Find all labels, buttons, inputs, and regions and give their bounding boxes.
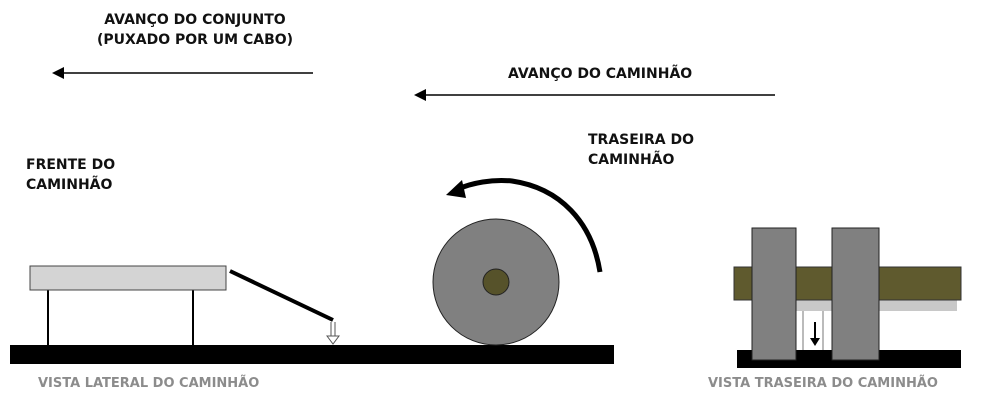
wheel-hub	[482, 268, 510, 296]
side-view-caption: VISTA LATERAL DO CAMINHÃO	[38, 376, 260, 391]
assembly-advance-label: AVANÇO DO CONJUNTO (PUXADO POR UM CABO)	[70, 10, 320, 50]
truck-frame	[29, 265, 227, 345]
ramp-line	[229, 269, 334, 322]
rear-view	[733, 227, 962, 368]
small-down-arrow-icon	[326, 322, 340, 345]
truck-rear-label-line1: TRASEIRA DO	[588, 132, 695, 148]
assembly-advance-arrow	[52, 67, 313, 79]
truck-front-label: FRENTE DO CAMINHÃO	[26, 155, 115, 195]
rotation-arrow-icon	[446, 178, 603, 273]
assembly-advance-label-line1: AVANÇO DO CONJUNTO	[104, 12, 286, 28]
side-view-ground	[10, 345, 614, 364]
right-rear-tire	[831, 227, 880, 361]
left-rear-tire	[751, 227, 797, 361]
truck-front-label-line1: FRENTE DO	[26, 157, 116, 173]
truck-advance-arrow	[414, 89, 775, 101]
rear-view-caption: VISTA TRASEIRA DO CAMINHÃO	[708, 376, 938, 391]
assembly-advance-label-line2: (PUXADO POR UM CABO)	[96, 32, 294, 48]
truck-advance-label: AVANÇO DO CAMINHÃO	[508, 66, 693, 82]
truck-wheel	[432, 218, 560, 346]
rear-down-arrow-icon	[810, 322, 820, 346]
truck-front-label-line2: CAMINHÃO	[26, 177, 113, 193]
truck-rear-label: TRASEIRA DO CAMINHÃO	[588, 130, 694, 170]
gap-support	[800, 311, 826, 350]
truck-rear-label-line2: CAMINHÃO	[588, 152, 675, 168]
